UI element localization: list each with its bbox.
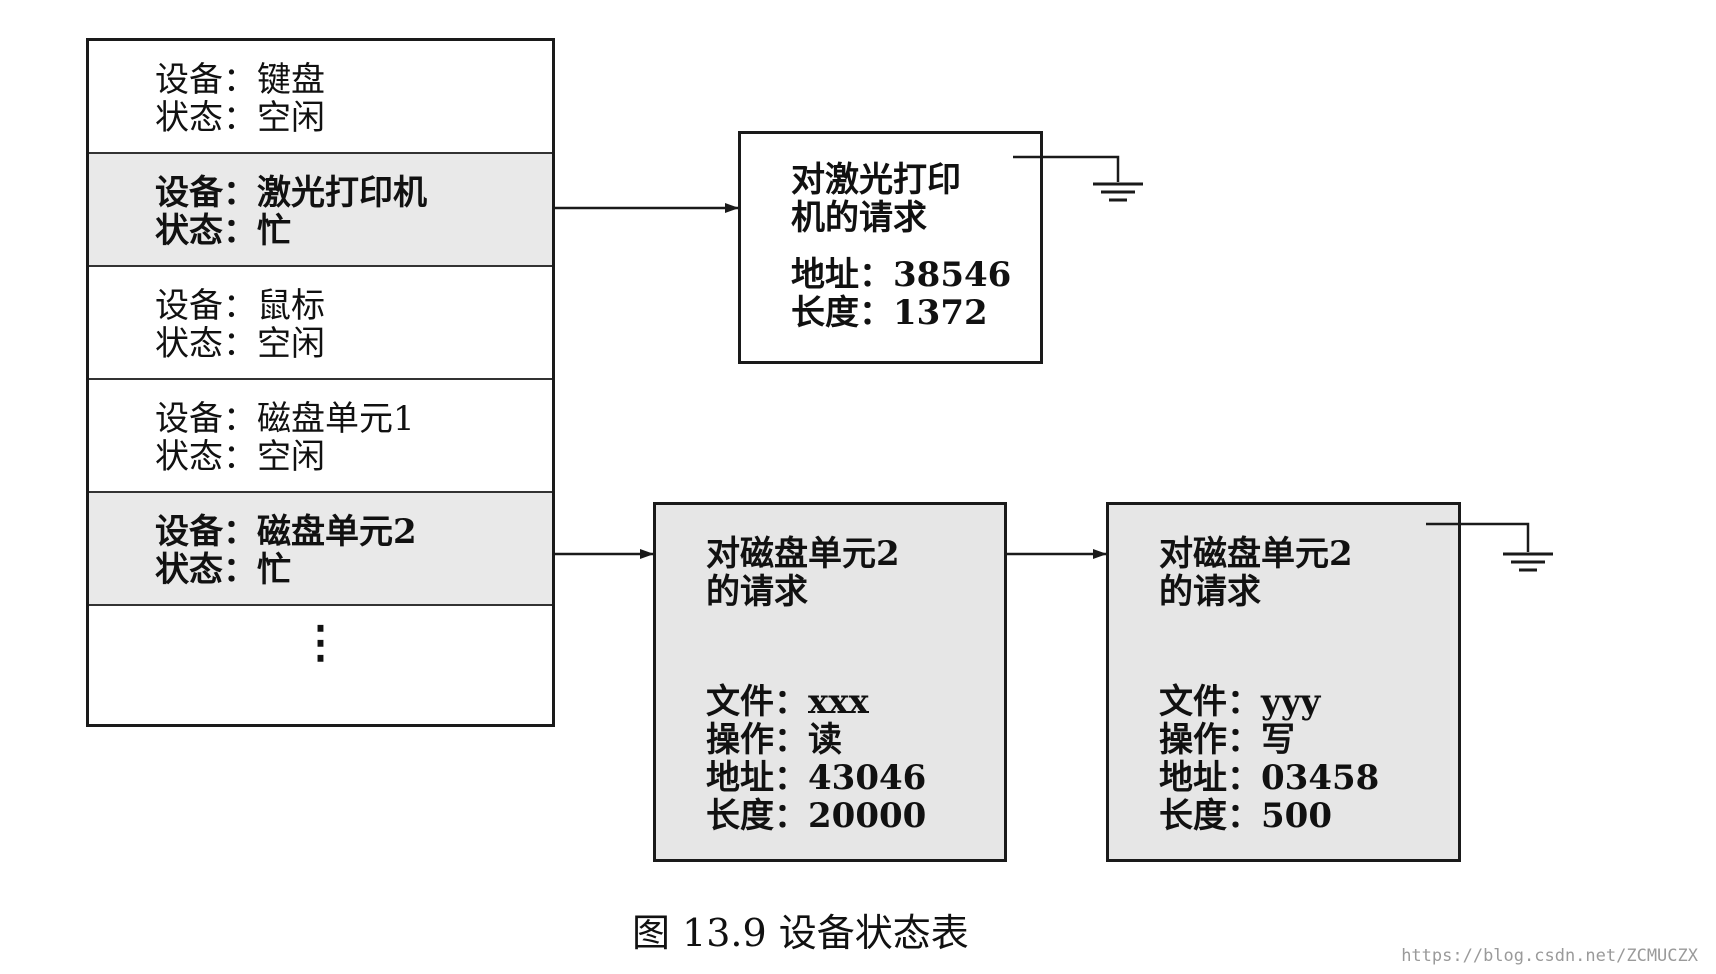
ground-icon [1426,522,1553,572]
address-field: 地址：43046 [706,758,927,798]
figure-caption: 图 13.9 设备状态表 [632,911,969,955]
table-row-disk-unit-2: 设备：磁盘单元2 状态：忙 [89,493,552,606]
request-fields: 地址：38546 长度：1372 [791,256,1011,332]
device-label: 设备：磁盘单元2 [155,512,417,552]
status-label: 状态：空闲 [155,437,325,477]
request-title: 对磁盘单元2 的请求 [706,534,900,612]
table-row-keyboard: 设备：键盘 状态：空闲 [89,41,552,154]
status-label: 状态：空闲 [155,98,325,138]
request-title: 对激光打印 机的请求 [791,160,961,238]
table-row-mouse: 设备：鼠标 状态：空闲 [89,267,552,380]
printer-request-block: 对激光打印 机的请求 地址：38546 长度：1372 [738,131,1043,364]
table-row-laser-printer: 设备：激光打印机 状态：忙 [89,154,552,267]
length-field: 长度：20000 [706,796,927,836]
address-field: 地址：03458 [1159,758,1380,798]
device-status-table: 设备：键盘 状态：空闲 设备：激光打印机 状态：忙 设备：鼠标 状态：空闲 设备… [86,38,555,727]
status-label: 状态：忙 [155,550,291,590]
status-label: 状态：忙 [155,211,291,251]
table-row-disk-unit-1: 设备：磁盘单元1 状态：空闲 [89,380,552,493]
request-title: 对磁盘单元2 的请求 [1159,534,1353,612]
length-field: 长度：500 [1159,796,1332,836]
operation-field: 操作：写 [1159,720,1295,760]
table-row-ellipsis: ⋮ [89,606,552,719]
request-fields: 文件：yyy 操作：写 地址：03458 长度：500 [1159,683,1379,835]
request-fields: 文件：xxx 操作：读 地址：43046 长度：20000 [706,683,926,835]
disk-request-block-1: 对磁盘单元2 的请求 文件：xxx 操作：读 地址：43046 长度：20000 [653,502,1007,862]
device-label: 设备：键盘 [155,60,325,100]
file-field: 文件：yyy [1159,682,1321,722]
disk-request-block-2: 对磁盘单元2 的请求 文件：yyy 操作：写 地址：03458 长度：500 [1106,502,1461,862]
ground-icon [1013,155,1143,202]
operation-field: 操作：读 [706,720,842,760]
status-label: 状态：空闲 [155,324,325,364]
device-label: 设备：激光打印机 [155,173,427,213]
device-label: 设备：磁盘单元1 [155,399,415,439]
length-field: 长度：1372 [791,293,988,333]
device-label: 设备：鼠标 [155,286,325,326]
file-field: 文件：xxx [706,682,869,722]
watermark: https://blog.csdn.net/ZCMUCZX [1401,946,1698,966]
address-field: 地址：38546 [791,255,1012,295]
